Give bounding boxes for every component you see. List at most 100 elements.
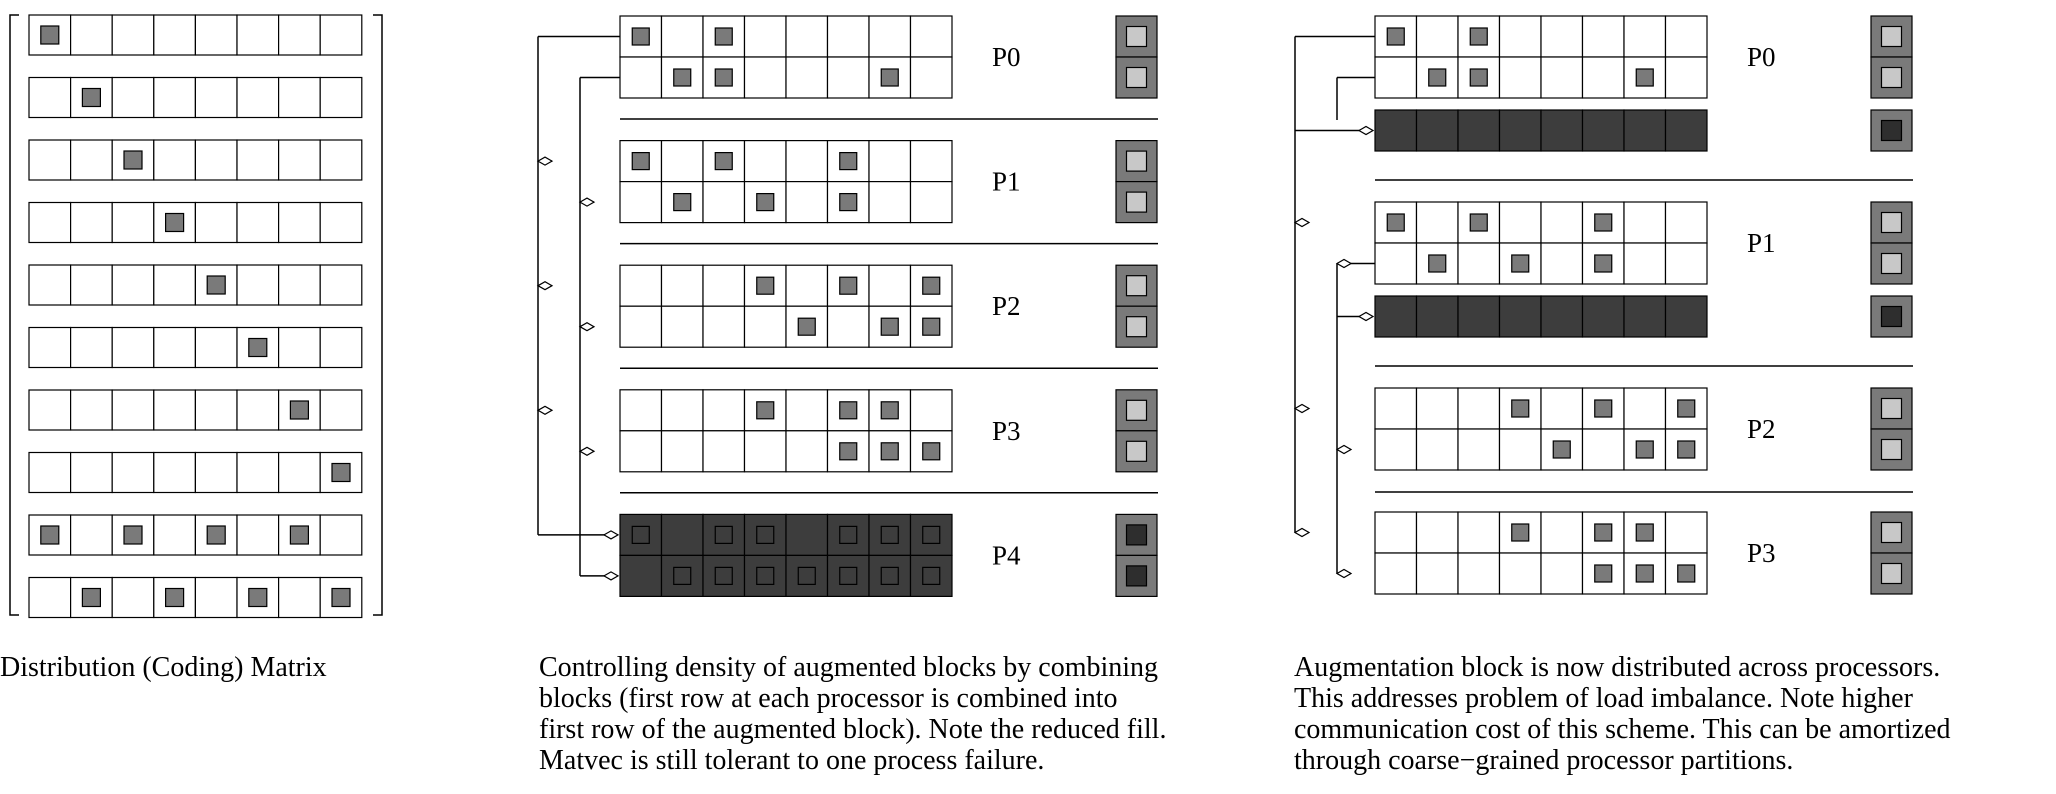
processor-label: P0 [992,42,1021,72]
nonzero-marker [1594,523,1613,542]
block-cell [702,181,746,224]
vector-element [1115,513,1158,557]
nonzero-marker [922,317,941,336]
nonzero-marker [1469,68,1488,87]
block-cell [1540,201,1584,244]
block-cell [1664,15,1708,58]
nonzero-marker [81,587,102,608]
block-cell [1374,428,1418,471]
block-cell [743,305,787,348]
nonzero-marker [839,566,858,586]
block-cell [1415,552,1459,595]
nonzero-marker [714,68,733,87]
block-cell [785,15,829,58]
block-cell [1664,109,1708,152]
block-row [28,14,363,56]
vector-cell [1870,109,1913,152]
vector-element [1870,242,1913,285]
caption-line: first row of the augmented block). Note … [539,714,1167,745]
block-cell [702,430,746,473]
processor-block-p3: P3 [619,389,1158,473]
block-cell [1581,295,1625,338]
processor-label: P3 [1747,538,1776,568]
processor-label: P1 [1747,228,1776,258]
nonzero-marker [1386,213,1405,232]
nonzero-marker [1428,68,1447,87]
vector-marker [1880,397,1903,420]
block-cell [1415,295,1459,338]
block-cell [111,576,155,619]
block-cell [278,514,321,556]
block-cell [153,576,197,619]
vector-element [1870,295,1913,338]
block-cell [69,389,113,431]
nonzero-marker [1511,399,1530,418]
block-cell [660,513,704,557]
vector-marker [1880,119,1903,142]
block-cell [1540,511,1584,554]
block-cell [785,56,829,99]
vector-cell [1115,389,1158,432]
block-cell [909,181,953,224]
block-row [1374,56,1708,99]
vector-marker [1125,440,1148,462]
block-cell [1415,387,1459,430]
nonzero-marker [40,25,60,45]
block-cell [1374,295,1418,338]
block-cell [826,554,870,598]
block-cell [785,430,829,473]
block-cell [319,201,363,244]
combine-arrow-head [1335,444,1353,455]
block-cell [1540,15,1584,58]
processor-block-p1: P1 [619,140,1158,224]
block-cell [236,201,280,244]
block-cell [1664,56,1708,99]
caption-line: This addresses problem of load imbalance… [1294,683,1913,714]
block-cell [1664,242,1708,285]
nonzero-marker [1635,564,1654,583]
block-cell [69,201,113,244]
caption-line: blocks (first row at each processor is c… [539,683,1118,714]
block-row [1374,511,1708,554]
block-row [619,15,953,58]
processor-label: P1 [992,167,1021,197]
block-cell [278,451,321,494]
block-cell [619,264,663,307]
vector-marker [1125,316,1148,338]
block-cell [1581,109,1625,152]
block-cell [1540,109,1584,152]
nonzero-marker [880,442,899,461]
block-cell [194,264,238,306]
block-row [1374,15,1708,58]
nonzero-marker [1469,27,1488,46]
nonzero-marker [631,152,650,171]
block-cell [909,305,953,348]
block-cell [660,389,704,432]
vector-marker [1880,521,1903,544]
block-cell [1374,56,1418,99]
vector-marker [1880,66,1903,89]
block-cell [153,264,197,306]
combine-arrow-head [536,281,554,291]
combine-arrow-head [536,405,554,415]
block-cell [1415,15,1459,58]
vector-element [1870,109,1913,152]
distribution-matrix [9,14,383,619]
nonzero-marker [714,525,733,545]
block-cell [319,14,363,56]
block-row [619,264,953,307]
block-cell [1540,56,1584,99]
block-cell [1374,242,1418,285]
nonzero-marker [331,587,351,608]
block-cell [1457,387,1501,430]
block-cell [660,140,704,183]
block-cell [868,140,912,183]
processor-block-p2: P2 [1374,387,1913,471]
block-cell [1540,387,1584,430]
nonzero-marker [1635,68,1654,87]
combine-arrow-head [1335,258,1353,269]
block-row [619,56,953,99]
block-cell [1581,15,1625,58]
